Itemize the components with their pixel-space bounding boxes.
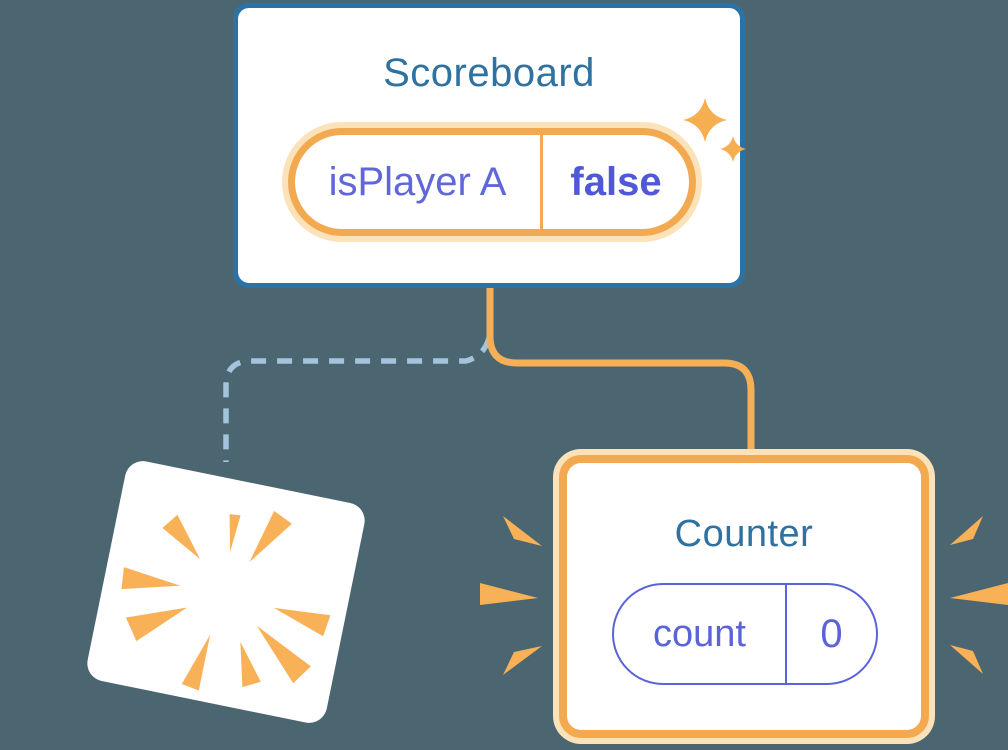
pill-divider xyxy=(540,135,543,229)
state-key: count xyxy=(653,612,746,655)
emphasis-right-icon xyxy=(950,516,1008,674)
state-key: isPlayer A xyxy=(328,159,507,204)
scoreboard-state-pill: isPlayer A false xyxy=(282,122,702,242)
dashed-connector-line xyxy=(223,337,492,462)
counter-title: Counter xyxy=(674,513,814,555)
burst-icon xyxy=(121,510,331,691)
emphasis-left-icon xyxy=(480,516,542,675)
sparkle-icon xyxy=(683,98,746,162)
counter-card: Counter count 0 xyxy=(553,449,935,744)
pill-divider xyxy=(785,585,787,683)
state-value: false xyxy=(570,159,662,204)
orange-connector-line xyxy=(486,286,755,453)
destroyed-component-square xyxy=(84,457,368,727)
counter-state-pill: count 0 xyxy=(612,583,878,685)
scoreboard-title: Scoreboard xyxy=(383,51,595,95)
state-value: 0 xyxy=(820,611,843,656)
scoreboard-card: Scoreboard isPlayer A false xyxy=(233,3,746,288)
